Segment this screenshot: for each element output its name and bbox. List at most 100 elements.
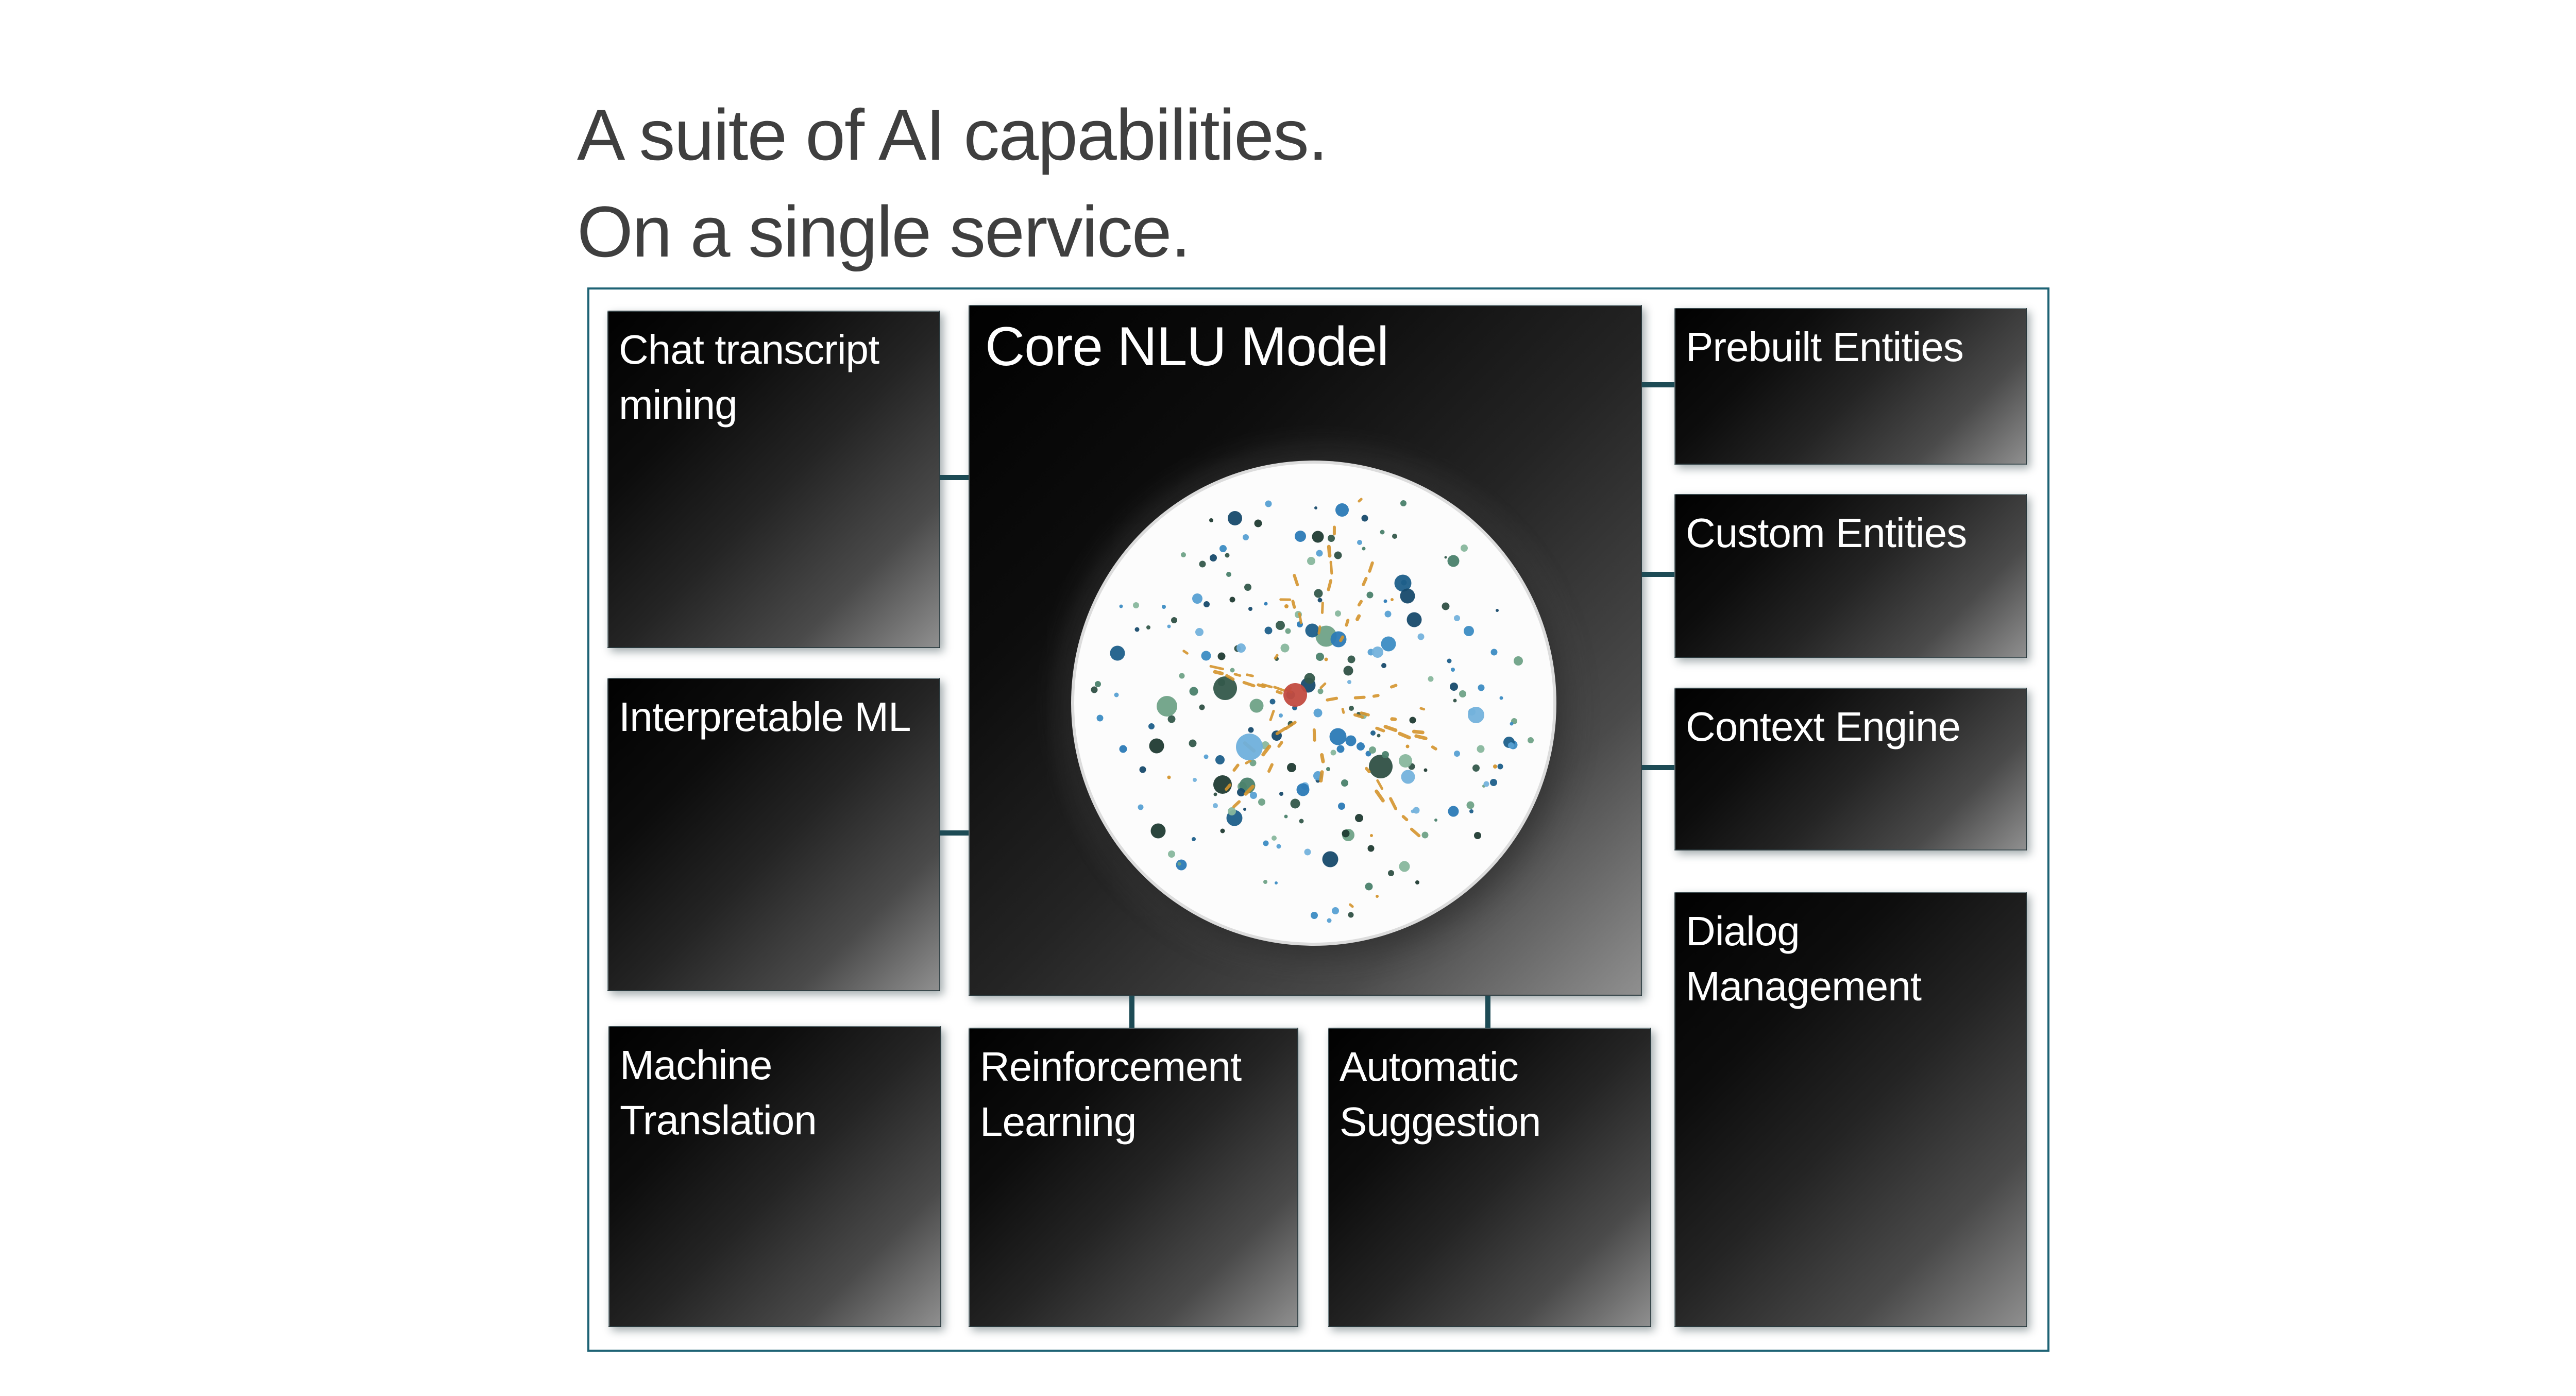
scatter-dot [1327, 535, 1335, 542]
scatter-dot [1376, 894, 1379, 898]
scatter-dot [1413, 807, 1419, 814]
box-dialog-management: Dialog Management [1674, 892, 2027, 1327]
scatter-dash [1242, 680, 1256, 688]
scatter-dot [1454, 751, 1461, 757]
scatter-dash [1277, 740, 1284, 749]
scatter-dot [1497, 763, 1503, 770]
scatter-dot [1368, 754, 1393, 778]
box-label: Dialog Management [1686, 908, 1922, 1009]
scatter-dot [1477, 745, 1485, 753]
scatter-dot [1508, 742, 1515, 748]
scatter-dot [1400, 500, 1406, 506]
scatter-dash [1292, 573, 1299, 587]
scatter-dot [1490, 649, 1498, 656]
scatter-dot [1248, 727, 1254, 733]
scatter-dot [1290, 798, 1300, 809]
scatter-visualization [1074, 464, 1553, 943]
scatter-dot [1335, 503, 1349, 517]
scatter-dot [1490, 778, 1498, 786]
scatter-dash [1231, 799, 1242, 809]
scatter-dot [1149, 738, 1164, 753]
scatter-dot [1336, 745, 1345, 753]
scatter-dot [1213, 792, 1217, 796]
core-box-label: Core NLU Model [985, 315, 1389, 377]
scatter-dot [1269, 699, 1276, 705]
scatter-dash [1327, 544, 1332, 558]
scatter-dot [1387, 870, 1394, 877]
scatter-dot [1278, 713, 1283, 718]
scatter-dot [1371, 646, 1383, 658]
scatter-dot [1434, 818, 1438, 822]
scatter-dash [1371, 693, 1380, 699]
scatter-dot [1392, 533, 1397, 539]
scatter-dot [1423, 768, 1428, 772]
scatter-dot [1226, 571, 1231, 577]
title-line-1: A suite of AI capabilities. [577, 94, 1328, 175]
scatter-dot [1110, 645, 1125, 661]
scatter-dot [1236, 734, 1263, 760]
scatter-dot [1203, 601, 1210, 607]
scatter-dash [1245, 673, 1255, 678]
scatter-dot [1133, 602, 1140, 609]
scatter-dot [1409, 717, 1416, 724]
scatter-dot [1482, 785, 1485, 788]
box-machine-translation: Machine Translation [608, 1026, 941, 1327]
scatter-dot [1271, 836, 1277, 841]
scatter-dot [1199, 560, 1206, 568]
scatter-dot [1189, 739, 1197, 747]
scatter-dash [1414, 734, 1428, 740]
scatter-dot [1428, 676, 1434, 682]
scatter-dash [1383, 724, 1398, 733]
scatter-dot [1316, 550, 1323, 557]
scatter-dot [1398, 754, 1412, 768]
scatter-dot [1381, 663, 1387, 669]
scatter-dot [1284, 814, 1288, 819]
scatter-dot [1469, 809, 1474, 814]
scatter-dash [1268, 709, 1275, 722]
scatter-dot [1227, 511, 1242, 526]
box-label: Machine Translation [620, 1042, 817, 1143]
scatter-dot [1365, 751, 1371, 757]
scatter-dot [1411, 809, 1415, 813]
scatter-dot [1286, 763, 1296, 773]
scatter-dash [1419, 707, 1426, 711]
scatter-dash [1341, 707, 1345, 714]
scatter-dot [1343, 666, 1353, 676]
box-label: Automatic Suggestion [1340, 1044, 1541, 1145]
scatter-dot [1357, 539, 1362, 545]
scatter-dot [1275, 656, 1279, 661]
scatter-dot [1248, 607, 1253, 611]
scatter-dot [1279, 792, 1284, 796]
box-context-engine: Context Engine [1674, 688, 2027, 850]
box-label: Chat transcript mining [619, 327, 879, 428]
scatter-dot [1276, 621, 1285, 631]
scatter-dot [1138, 804, 1144, 810]
scatter-dot [1365, 882, 1373, 891]
scatter-dot [1381, 751, 1389, 758]
scatter-dot [1483, 781, 1489, 787]
scatter-dot [1466, 801, 1475, 809]
scatter-dot [1447, 658, 1452, 663]
scatter-dot [1283, 683, 1307, 707]
scatter-dot [1219, 545, 1227, 553]
scatter-dash [1267, 762, 1274, 774]
scatter-dash [1430, 745, 1438, 752]
box-interpretable-ml: Interpretable ML [607, 678, 940, 991]
scatter-dot [1146, 625, 1151, 630]
box-label: Reinforcement Learning [980, 1044, 1242, 1145]
scatter-dot [1460, 544, 1468, 552]
scatter-dot [1280, 643, 1290, 653]
scatter-dot [1356, 742, 1365, 751]
connector-core-to-context [1642, 765, 1674, 770]
scatter-dot [1499, 696, 1503, 700]
scatter-dot [1189, 687, 1198, 696]
scatter-dot [1215, 755, 1225, 764]
box-reinforcement-learning: Reinforcement Learning [969, 1028, 1298, 1327]
scatter-dot [1210, 554, 1217, 562]
scatter-dot [1448, 806, 1459, 817]
box-label: Context Engine [1686, 704, 1961, 750]
scatter-dot [1296, 783, 1310, 796]
title-line-2: On a single service. [577, 191, 1191, 272]
scatter-dash [1367, 561, 1375, 573]
